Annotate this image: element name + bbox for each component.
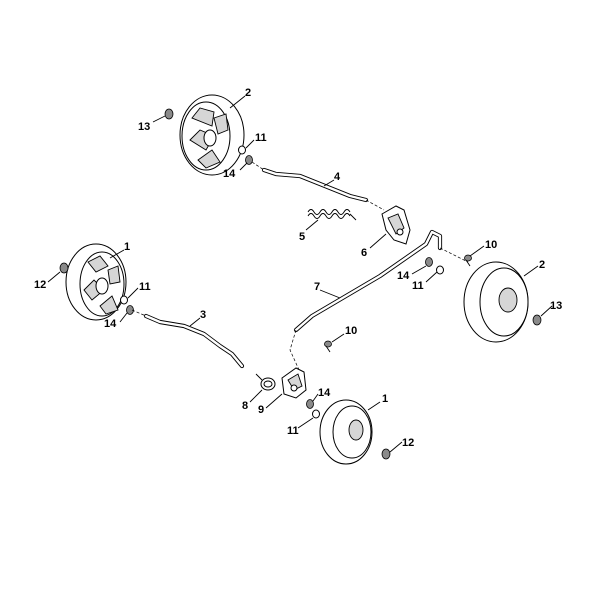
bracket-9 bbox=[281, 367, 307, 399]
spring-8 bbox=[255, 373, 276, 391]
callout-14-right: 14 bbox=[397, 270, 410, 282]
axle-3 bbox=[131, 309, 245, 369]
washer-11-right bbox=[436, 265, 444, 275]
bushing-14-left bbox=[126, 305, 134, 315]
lever-7 bbox=[289, 229, 469, 373]
wheel-front-left bbox=[65, 243, 127, 321]
nut-13-right bbox=[532, 314, 542, 326]
wheel-rear-left bbox=[179, 94, 245, 176]
axle-4 bbox=[251, 161, 385, 211]
callout-4: 4 bbox=[334, 171, 341, 183]
callout-14-left: 14 bbox=[104, 318, 117, 330]
callout-11-left: 11 bbox=[139, 281, 151, 293]
screw-10-bottom bbox=[324, 340, 332, 353]
callout-2-right: 2 bbox=[539, 259, 545, 271]
callout-12-bottom: 12 bbox=[402, 437, 414, 449]
bushing-14-bottom bbox=[306, 399, 314, 409]
callout-14-bottom: 14 bbox=[318, 387, 331, 399]
callout-2-top: 2 bbox=[245, 87, 251, 99]
bracket-6 bbox=[381, 205, 411, 245]
callout-13-right: 13 bbox=[550, 300, 562, 312]
nut-12-left bbox=[59, 262, 69, 274]
washer-11-left bbox=[120, 295, 128, 305]
leader-lines bbox=[47, 95, 553, 453]
washer-11-top bbox=[238, 145, 246, 155]
wheel-rear-right bbox=[463, 261, 529, 343]
screw-10-top bbox=[464, 254, 472, 267]
callout-9: 9 bbox=[258, 404, 264, 416]
bushing-14-right bbox=[425, 257, 433, 267]
wheel-front-right bbox=[319, 399, 373, 465]
callout-8: 8 bbox=[242, 400, 248, 412]
callout-5: 5 bbox=[299, 231, 305, 243]
callout-11-right: 11 bbox=[412, 280, 424, 292]
callout-10-top: 10 bbox=[485, 239, 497, 251]
bushing-14-top bbox=[245, 155, 253, 165]
callout-7: 7 bbox=[314, 281, 320, 293]
callout-14-top: 14 bbox=[223, 168, 236, 180]
nut-13-top bbox=[164, 108, 174, 120]
callout-3: 3 bbox=[200, 309, 206, 321]
callout-1-bottom: 1 bbox=[382, 393, 388, 405]
callout-labels: 2 13 11 14 4 5 6 10 1 12 11 14 3 7 14 11… bbox=[34, 87, 562, 449]
callout-11-top: 11 bbox=[255, 132, 267, 144]
callout-12-left: 12 bbox=[34, 279, 46, 291]
callout-1-left: 1 bbox=[124, 241, 130, 253]
callout-10-bottom: 10 bbox=[345, 325, 357, 337]
spring-5 bbox=[307, 209, 357, 221]
washer-11-bottom bbox=[312, 409, 320, 419]
callout-6: 6 bbox=[361, 247, 367, 259]
callout-13-top: 13 bbox=[138, 121, 150, 133]
nut-12-bottom bbox=[381, 448, 391, 460]
callout-11-bottom: 11 bbox=[287, 425, 299, 437]
